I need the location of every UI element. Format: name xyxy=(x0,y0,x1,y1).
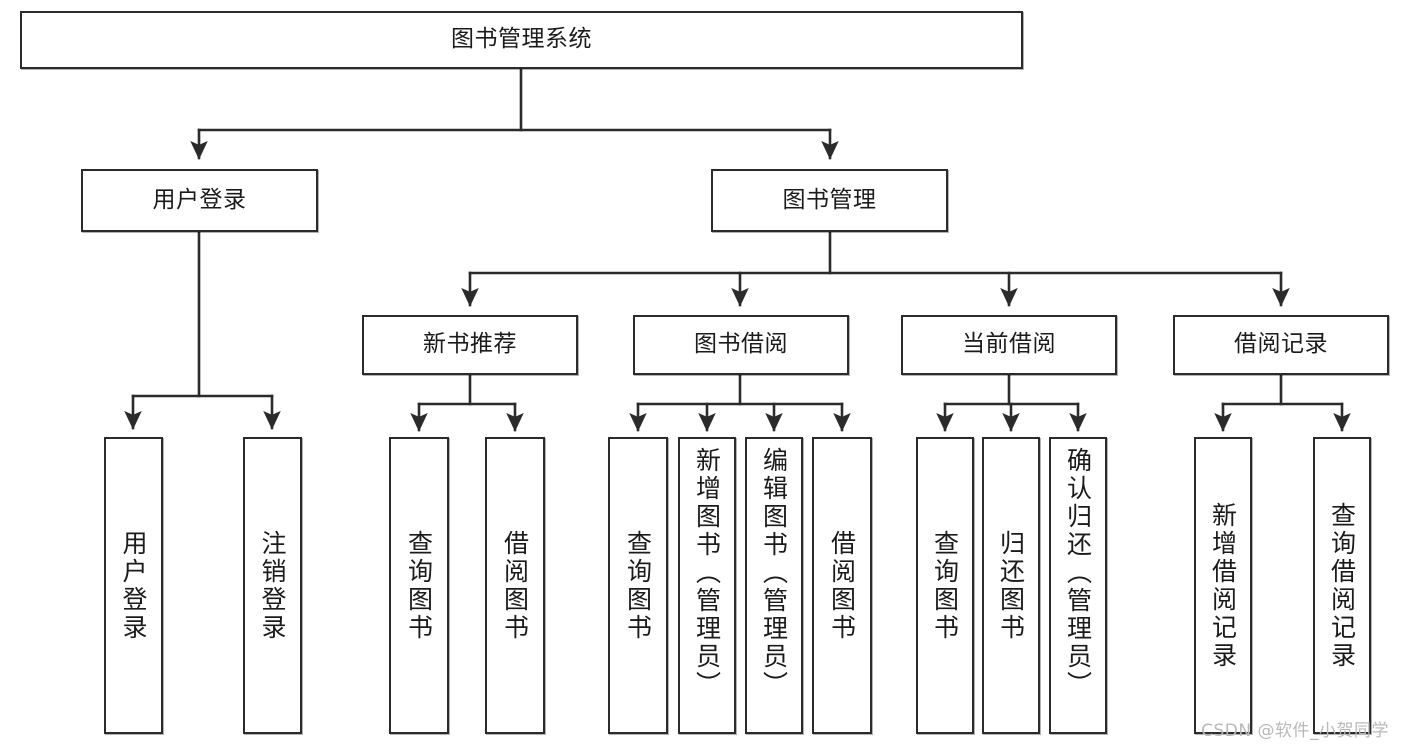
node-leaf-return-book-label: 归还图书 xyxy=(996,529,1026,642)
node-book-management-label: 图书管理 xyxy=(782,186,877,213)
node-leaf-borrow-book-2[interactable]: 借阅图书 xyxy=(812,437,872,734)
node-book-borrow[interactable]: 图书借阅 xyxy=(633,315,849,375)
node-current-borrow[interactable]: 当前借阅 xyxy=(901,315,1117,375)
node-leaf-user-login[interactable]: 用户登录 xyxy=(104,437,163,734)
node-leaf-query-book-3-label: 查询图书 xyxy=(930,529,960,642)
node-leaf-return-book[interactable]: 归还图书 xyxy=(982,437,1040,734)
node-leaf-logout-login[interactable]: 注销登录 xyxy=(243,437,302,734)
node-leaf-add-book-admin-label: 新增图书（管理员） xyxy=(692,447,722,699)
node-root-label: 图书管理系统 xyxy=(451,26,592,53)
node-leaf-add-borrow-record[interactable]: 新增借阅记录 xyxy=(1194,437,1252,734)
node-leaf-query-book-1-label: 查询图书 xyxy=(404,529,434,642)
node-leaf-query-book-3[interactable]: 查询图书 xyxy=(916,437,974,734)
node-leaf-query-borrow-record-label: 查询借阅记录 xyxy=(1327,501,1357,670)
node-book-management[interactable]: 图书管理 xyxy=(711,169,948,232)
node-leaf-borrow-book-2-label: 借阅图书 xyxy=(827,529,857,642)
node-current-borrow-label: 当前借阅 xyxy=(962,331,1056,358)
node-leaf-edit-book-admin-label: 编辑图书（管理员） xyxy=(759,447,789,699)
node-leaf-user-login-label: 用户登录 xyxy=(119,529,148,642)
node-leaf-query-book-2-label: 查询图书 xyxy=(623,529,653,642)
node-borrow-record[interactable]: 借阅记录 xyxy=(1173,315,1389,375)
node-user-login[interactable]: 用户登录 xyxy=(81,169,318,232)
node-leaf-borrow-book-1-label: 借阅图书 xyxy=(500,529,530,642)
node-leaf-logout-login-label: 注销登录 xyxy=(258,529,287,642)
node-new-book-recommend[interactable]: 新书推荐 xyxy=(362,315,578,375)
node-leaf-confirm-return-admin[interactable]: 确认归还（管理员） xyxy=(1049,437,1107,734)
node-leaf-add-borrow-record-label: 新增借阅记录 xyxy=(1208,501,1238,670)
node-new-book-recommend-label: 新书推荐 xyxy=(423,331,517,358)
node-leaf-borrow-book-1[interactable]: 借阅图书 xyxy=(485,437,545,734)
node-user-login-label: 用户登录 xyxy=(152,186,247,213)
node-leaf-confirm-return-admin-label: 确认归还（管理员） xyxy=(1063,447,1093,699)
node-borrow-record-label: 借阅记录 xyxy=(1234,331,1328,358)
node-leaf-edit-book-admin[interactable]: 编辑图书（管理员） xyxy=(745,437,803,734)
node-root[interactable]: 图书管理系统 xyxy=(20,11,1023,69)
node-leaf-add-book-admin[interactable]: 新增图书（管理员） xyxy=(678,437,736,734)
node-leaf-query-borrow-record[interactable]: 查询借阅记录 xyxy=(1313,437,1371,734)
node-leaf-query-book-1[interactable]: 查询图书 xyxy=(389,437,449,734)
node-book-borrow-label: 图书借阅 xyxy=(694,331,788,358)
node-leaf-query-book-2[interactable]: 查询图书 xyxy=(608,437,668,734)
